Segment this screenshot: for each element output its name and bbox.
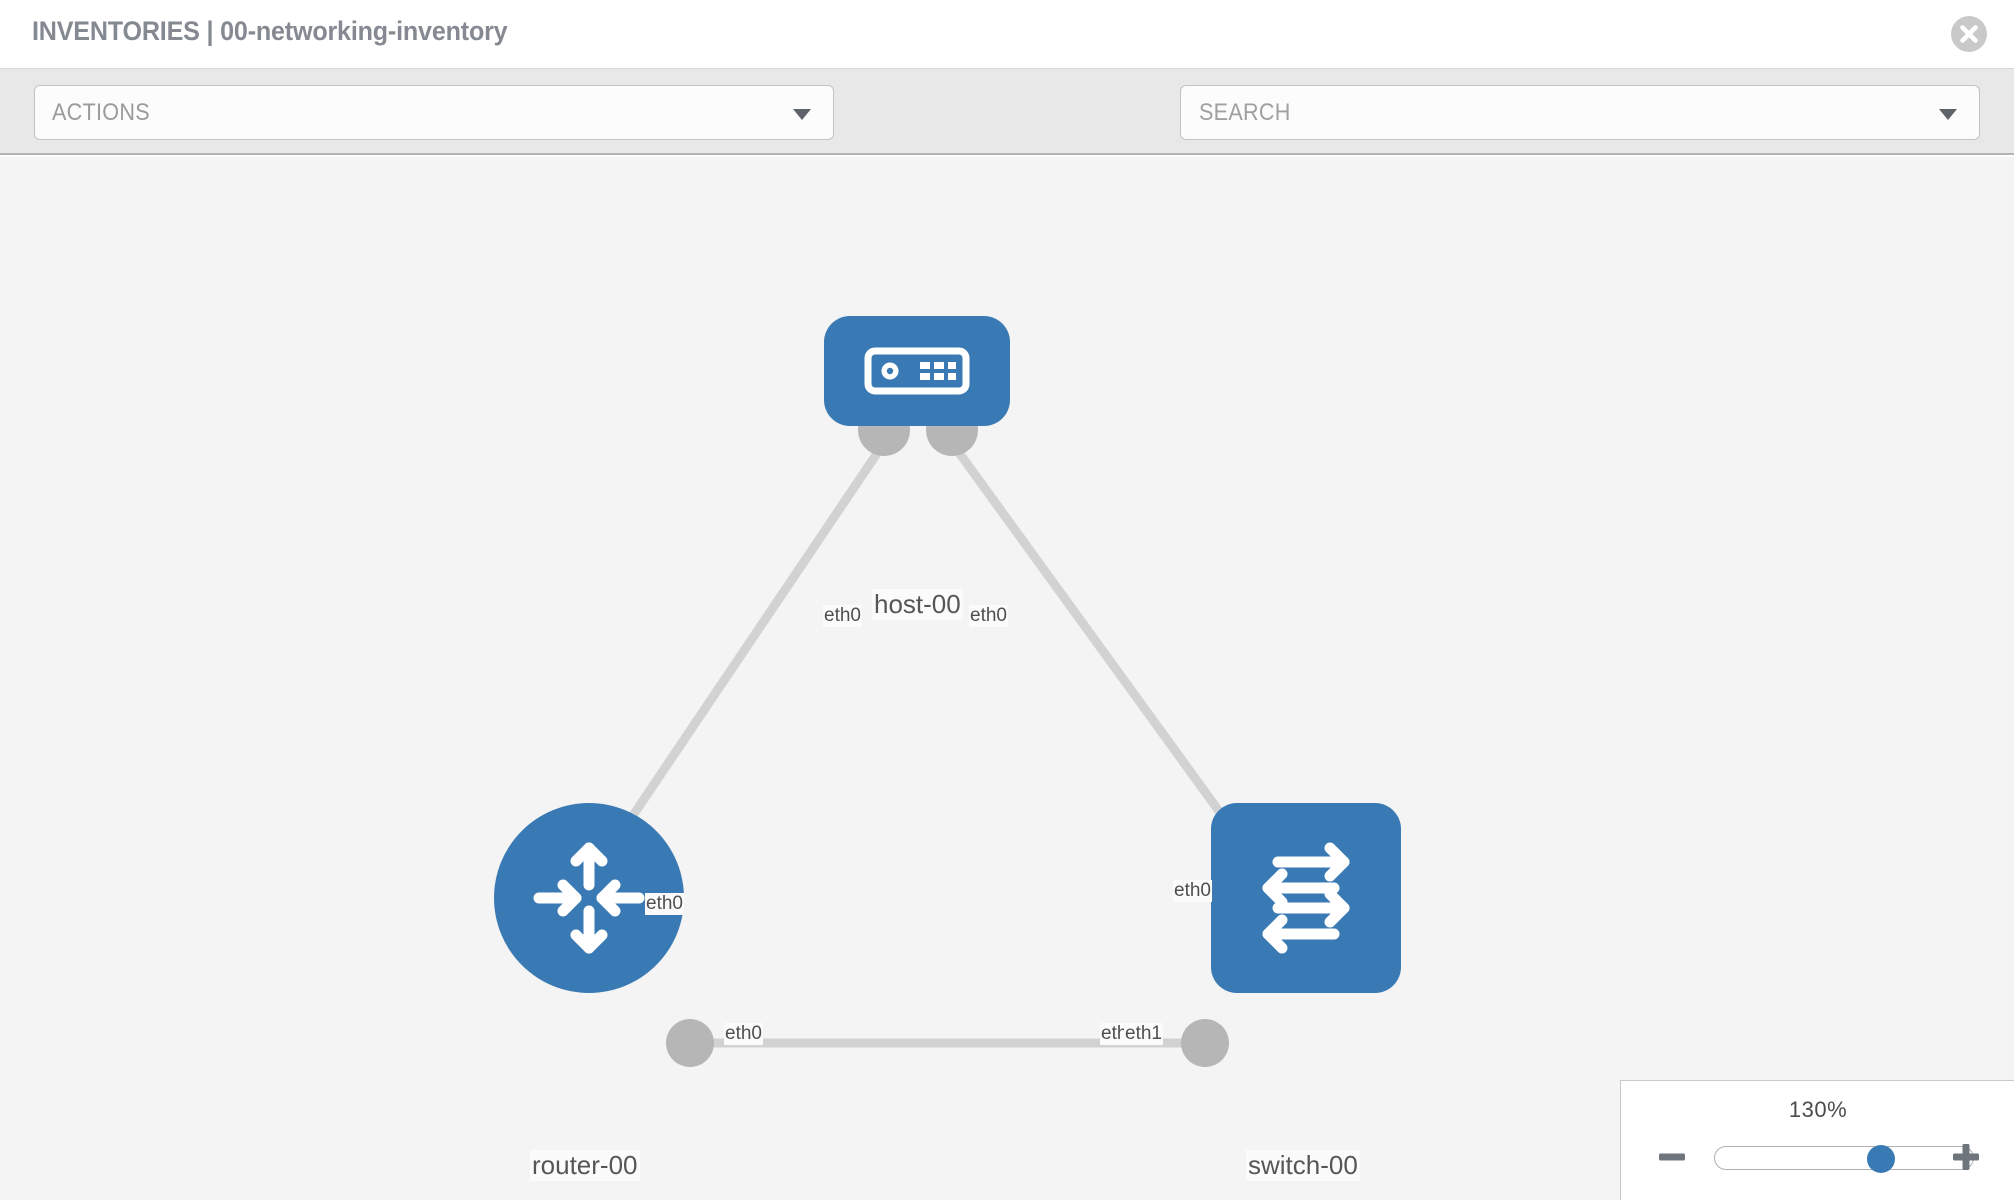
page-header: INVENTORIES | 00-networking-inventory xyxy=(0,0,2014,69)
actions-dropdown-label: ACTIONS xyxy=(52,99,150,126)
zoom-slider-row xyxy=(1621,1139,2014,1179)
port-label-switch-to-router-b: eth1 xyxy=(1124,1023,1163,1045)
zoom-slider-thumb[interactable] xyxy=(1867,1145,1895,1173)
topology-node-router-00[interactable] xyxy=(494,803,684,993)
actions-dropdown[interactable]: ACTIONS xyxy=(34,85,834,140)
chevron-down-icon xyxy=(793,109,811,120)
topology-edges xyxy=(494,316,1401,1067)
port-label-host-to-router: eth0 xyxy=(823,605,862,627)
port-label-router-to-switch: eth0 xyxy=(724,1023,763,1045)
topology-node-label-switch-00[interactable]: switch-00 xyxy=(1246,1150,1360,1181)
topology-canvas[interactable]: host-00 router-00 switch-00 eth0 eth0 et… xyxy=(0,157,2014,1200)
zoom-control-panel: 130% xyxy=(1620,1080,2014,1200)
port-nub-router-lan xyxy=(666,1019,714,1067)
toolbar: ACTIONS SEARCH xyxy=(0,69,2014,192)
search-input[interactable]: SEARCH xyxy=(1180,85,1980,140)
port-nub-switch-lan xyxy=(1181,1019,1229,1067)
router-arrows-icon xyxy=(533,842,645,954)
search-placeholder: SEARCH xyxy=(1199,99,1291,126)
chevron-down-icon[interactable] xyxy=(1939,109,1957,120)
close-icon[interactable] xyxy=(1951,16,1987,52)
minus-icon[interactable] xyxy=(1657,1139,1687,1175)
edge-host-switch xyxy=(948,440,1249,850)
plus-icon[interactable] xyxy=(1951,1139,1981,1175)
port-label-host-to-switch: eth0 xyxy=(969,605,1008,627)
edge-host-router xyxy=(601,440,888,860)
switch-arrows-icon xyxy=(1262,842,1350,954)
server-icon xyxy=(864,347,970,395)
topology-node-host-00[interactable] xyxy=(824,316,1010,426)
zoom-percent-label: 130% xyxy=(1788,1097,1848,1122)
port-label-switch-to-host: eth0 xyxy=(1173,880,1212,902)
topology-node-switch-00[interactable] xyxy=(1211,803,1401,993)
port-label-switch-to-router-a: eth xyxy=(1100,1023,1129,1045)
topology-node-label-router-00[interactable]: router-00 xyxy=(530,1150,640,1181)
zoom-slider[interactable] xyxy=(1714,1145,1974,1173)
page-title: INVENTORIES | 00-networking-inventory xyxy=(32,16,508,46)
port-label-router-to-host: eth0 xyxy=(645,893,684,915)
topology-node-label-host-00[interactable]: host-00 xyxy=(872,589,963,620)
